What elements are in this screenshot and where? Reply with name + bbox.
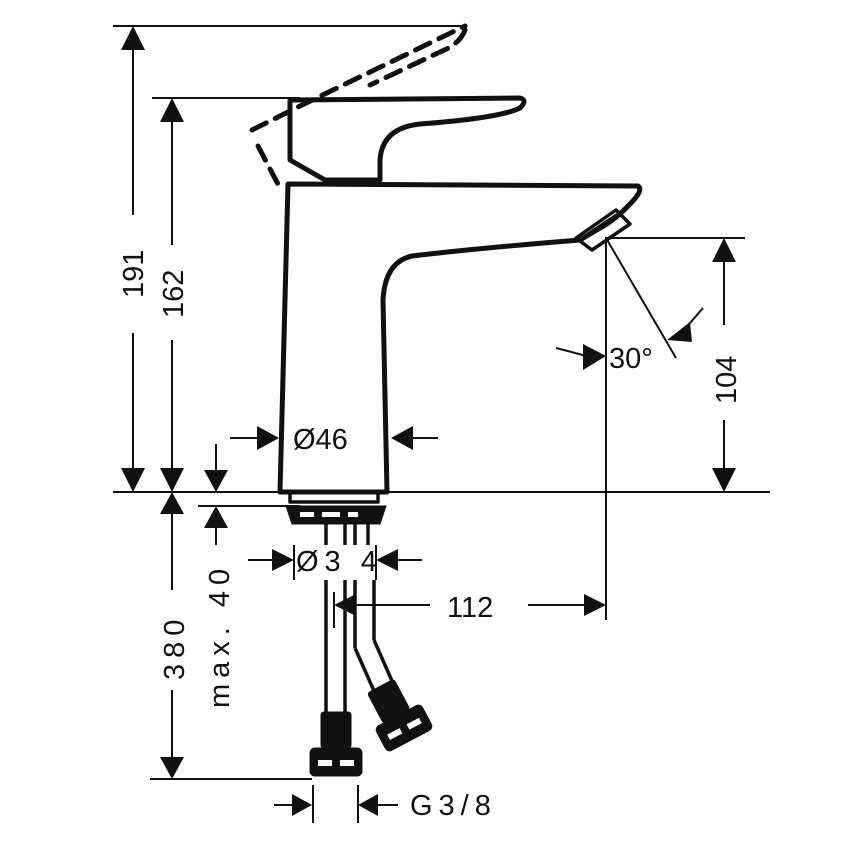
dimension-shank-diameter: Ø3 4 — [248, 545, 422, 580]
dimension-total-height: 191 — [118, 26, 150, 492]
dimension-hose-length: 380 — [159, 492, 191, 779]
faucet-body — [277, 181, 643, 495]
label-diameter-34: Ø3 4 — [296, 546, 383, 578]
handle — [287, 95, 527, 183]
dimension-body-height: 162 — [158, 98, 190, 492]
dimension-thread: G3/8 — [274, 785, 497, 823]
faucet-base — [285, 490, 387, 545]
label-max-40: max. 40 — [204, 563, 236, 708]
dimension-max-counter: max. 40 — [204, 444, 236, 708]
dimension-spout-height: 104 — [711, 238, 743, 492]
label-380: 380 — [159, 614, 191, 680]
supply-hoses — [309, 580, 433, 777]
label-g3-8: G3/8 — [410, 790, 497, 822]
label-191: 191 — [118, 250, 150, 298]
label-112: 112 — [447, 592, 493, 624]
dimension-spout-angle: 30° — [555, 307, 704, 375]
dimension-body-diameter: Ø46 — [230, 424, 438, 456]
label-diameter-46: Ø46 — [293, 424, 348, 456]
extension-lines — [113, 25, 770, 780]
label-104: 104 — [711, 356, 743, 404]
handle-open-position — [249, 23, 468, 191]
label-162: 162 — [158, 270, 190, 318]
label-30-degrees: 30° — [609, 343, 653, 375]
